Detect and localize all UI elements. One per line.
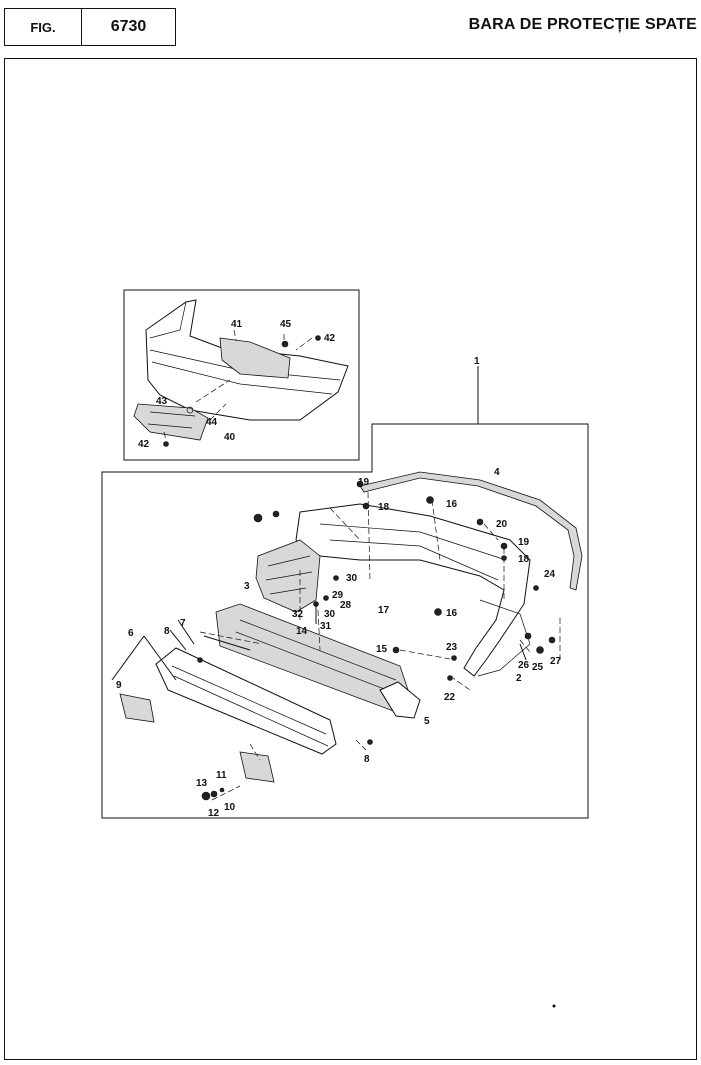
- callout-label: 24: [544, 569, 556, 580]
- inset-callout-labels: 41 45 42 43 44 40 42: [138, 319, 336, 450]
- callout-label: 32: [292, 609, 304, 620]
- callout-label: 31: [320, 621, 332, 632]
- callout-label: 43: [156, 396, 168, 407]
- callout-label: 26: [518, 660, 530, 671]
- callout-label: 41: [231, 319, 243, 330]
- callout-label: 29: [332, 590, 344, 601]
- callout-label: 16: [446, 499, 458, 510]
- callout-label: 2: [516, 673, 522, 684]
- callout-label: 15: [376, 644, 388, 655]
- callout-label: 9: [116, 680, 122, 691]
- callout-label: 20: [496, 519, 508, 530]
- main-callout-labels: 1 4 19 18 16 20 19 18 3 30 29 28 17 32 3…: [116, 356, 562, 819]
- callout-label: 13: [196, 778, 208, 789]
- fig-label: FIG.: [5, 9, 82, 45]
- fig-number: 6730: [110, 18, 147, 35]
- callout-label: 18: [378, 502, 390, 513]
- callout-label: 1: [474, 356, 480, 367]
- callout-label: 5: [424, 716, 430, 727]
- callout-label: 14: [296, 626, 308, 637]
- callout-label: 19: [518, 537, 530, 548]
- callout-label: 3: [244, 581, 250, 592]
- callout-label: 4: [494, 467, 500, 478]
- page-title: BARA DE PROTECȚIE SPATE: [468, 16, 697, 33]
- figure-id-box: FIG. 6730: [4, 8, 176, 46]
- callout-label: 42: [324, 333, 336, 344]
- callout-label: 30: [346, 573, 358, 584]
- reinforcement-beam: [155, 647, 337, 755]
- callout-label: 25: [532, 662, 544, 673]
- callout-label: 17: [378, 605, 390, 616]
- callout-label: 22: [444, 692, 456, 703]
- end-cap: [379, 681, 421, 719]
- callout-label: 28: [340, 600, 352, 611]
- callout-label: 42: [138, 439, 150, 450]
- bracket-left: [119, 693, 155, 723]
- callout-label: 44: [206, 417, 218, 428]
- moulding-strip: [359, 471, 583, 591]
- callout-label: 45: [280, 319, 292, 330]
- callout-label: 8: [364, 754, 370, 765]
- callout-label: 40: [224, 432, 236, 443]
- callout-label: 18: [518, 554, 530, 565]
- callout-label: 30: [324, 609, 336, 620]
- inset-upper-plate: [219, 337, 291, 379]
- callout-label: 12: [208, 808, 220, 819]
- callout-label: 6: [128, 628, 134, 639]
- bumper-cover: [295, 503, 531, 677]
- callout-label: 23: [446, 642, 458, 653]
- drawing-frame: [4, 58, 697, 1060]
- callout-label: 7: [180, 618, 186, 629]
- bracket-lower: [239, 751, 275, 783]
- callout-label: 10: [224, 802, 236, 813]
- callout-label: 16: [446, 608, 458, 619]
- callout-label: 27: [550, 656, 562, 667]
- inset-detail: [123, 289, 360, 461]
- callout-label: 8: [164, 626, 170, 637]
- main-detail: [101, 366, 589, 819]
- callout-label: 11: [216, 770, 227, 781]
- callout-label: 19: [358, 477, 370, 488]
